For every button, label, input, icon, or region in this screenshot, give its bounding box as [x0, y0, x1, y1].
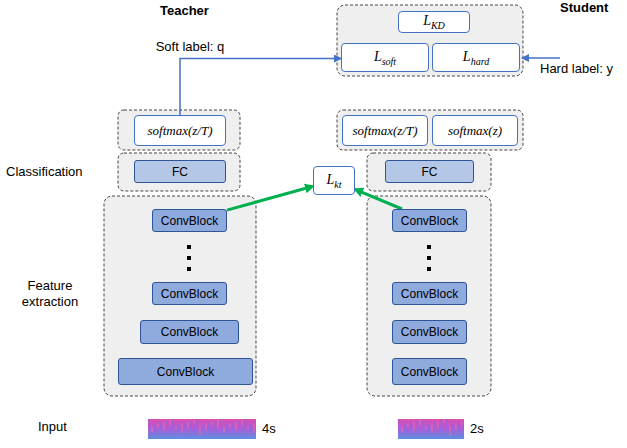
- convblock-box: ConvBlock: [152, 282, 227, 305]
- node-text: ConvBlock: [401, 214, 458, 228]
- loss-box: LKD: [398, 11, 470, 33]
- node-label: L: [326, 172, 334, 187]
- node-label: L: [463, 49, 471, 64]
- subscript: hard: [471, 55, 490, 66]
- spectrogram-teacher: [148, 419, 256, 439]
- edge-label: Soft label: q: [156, 39, 225, 54]
- node-text: softmax(z/T): [148, 123, 213, 139]
- convblock-box: ConvBlock: [140, 320, 239, 344]
- annotation-label: Classification: [6, 164, 83, 179]
- transfer-arrow: [355, 189, 402, 209]
- column-title: Student: [560, 0, 608, 15]
- transfer-arrow: [227, 186, 313, 210]
- node-label: softmax(z/T): [148, 123, 213, 138]
- spectrogram-student: [398, 419, 464, 439]
- fc-box: FC: [385, 160, 474, 183]
- node-label: softmax(z): [448, 123, 502, 138]
- node-label: ConvBlock: [157, 365, 214, 379]
- soft-label-arrow: [180, 59, 341, 116]
- node-text: LKD: [423, 13, 445, 31]
- node-text: FC: [172, 165, 188, 179]
- subscript: KD: [431, 20, 445, 31]
- column-title: Teacher: [160, 3, 209, 18]
- convblock-box: ConvBlock: [392, 358, 467, 385]
- node-text: Lhard: [463, 49, 489, 67]
- convblock-box: ConvBlock: [392, 209, 467, 232]
- annotation-label: 4s: [262, 421, 276, 436]
- node-label: ConvBlock: [161, 214, 218, 228]
- node-text: Lsoft: [374, 49, 396, 67]
- node-label: FC: [172, 165, 188, 179]
- node-label: ConvBlock: [161, 325, 218, 339]
- convblock-box: ConvBlock: [392, 320, 467, 344]
- dashed-region: [104, 5, 523, 396]
- ellipsis-dots: [187, 245, 431, 271]
- node-label: ConvBlock: [161, 287, 218, 301]
- loss-box: Lkt: [313, 166, 355, 195]
- softmax-box: softmax(z): [432, 115, 518, 146]
- subscript: soft: [382, 55, 396, 66]
- node-label: L: [423, 13, 431, 28]
- subscript: kt: [334, 178, 341, 189]
- node-text: ConvBlock: [161, 287, 218, 301]
- softmax-box: softmax(z/T): [134, 115, 226, 146]
- node-label: ConvBlock: [401, 214, 458, 228]
- annotation-label: 2s: [470, 421, 484, 436]
- hard-label-arrow: [522, 57, 560, 59]
- spectrogram-texture: [148, 419, 463, 435]
- node-label: FC: [422, 165, 438, 179]
- node-text: softmax(z): [448, 123, 502, 139]
- convblock-box: ConvBlock: [392, 282, 467, 305]
- node-label: ConvBlock: [401, 325, 458, 339]
- node-text: ConvBlock: [401, 325, 458, 339]
- node-text: Lkt: [326, 172, 341, 190]
- node-text: ConvBlock: [161, 325, 218, 339]
- fc-box: FC: [134, 160, 226, 183]
- loss-box: Lhard: [432, 43, 520, 72]
- node-label: L: [374, 49, 382, 64]
- annotation-label: Feature extraction: [10, 278, 90, 310]
- node-text: ConvBlock: [401, 287, 458, 301]
- loss-box: Lsoft: [341, 43, 429, 72]
- node-text: softmax(z/T): [353, 123, 418, 139]
- node-label: ConvBlock: [401, 287, 458, 301]
- softmax-box: softmax(z/T): [342, 115, 428, 146]
- annotation-label: Hard label: y: [540, 61, 613, 76]
- node-label: ConvBlock: [401, 365, 458, 379]
- annotation-label: Input: [38, 419, 67, 434]
- node-text: ConvBlock: [401, 365, 458, 379]
- node-text: ConvBlock: [157, 365, 214, 379]
- convblock-box: ConvBlock: [118, 358, 253, 385]
- node-text: FC: [422, 165, 438, 179]
- convblock-box: ConvBlock: [152, 209, 227, 232]
- node-label: softmax(z/T): [353, 123, 418, 138]
- node-text: ConvBlock: [161, 214, 218, 228]
